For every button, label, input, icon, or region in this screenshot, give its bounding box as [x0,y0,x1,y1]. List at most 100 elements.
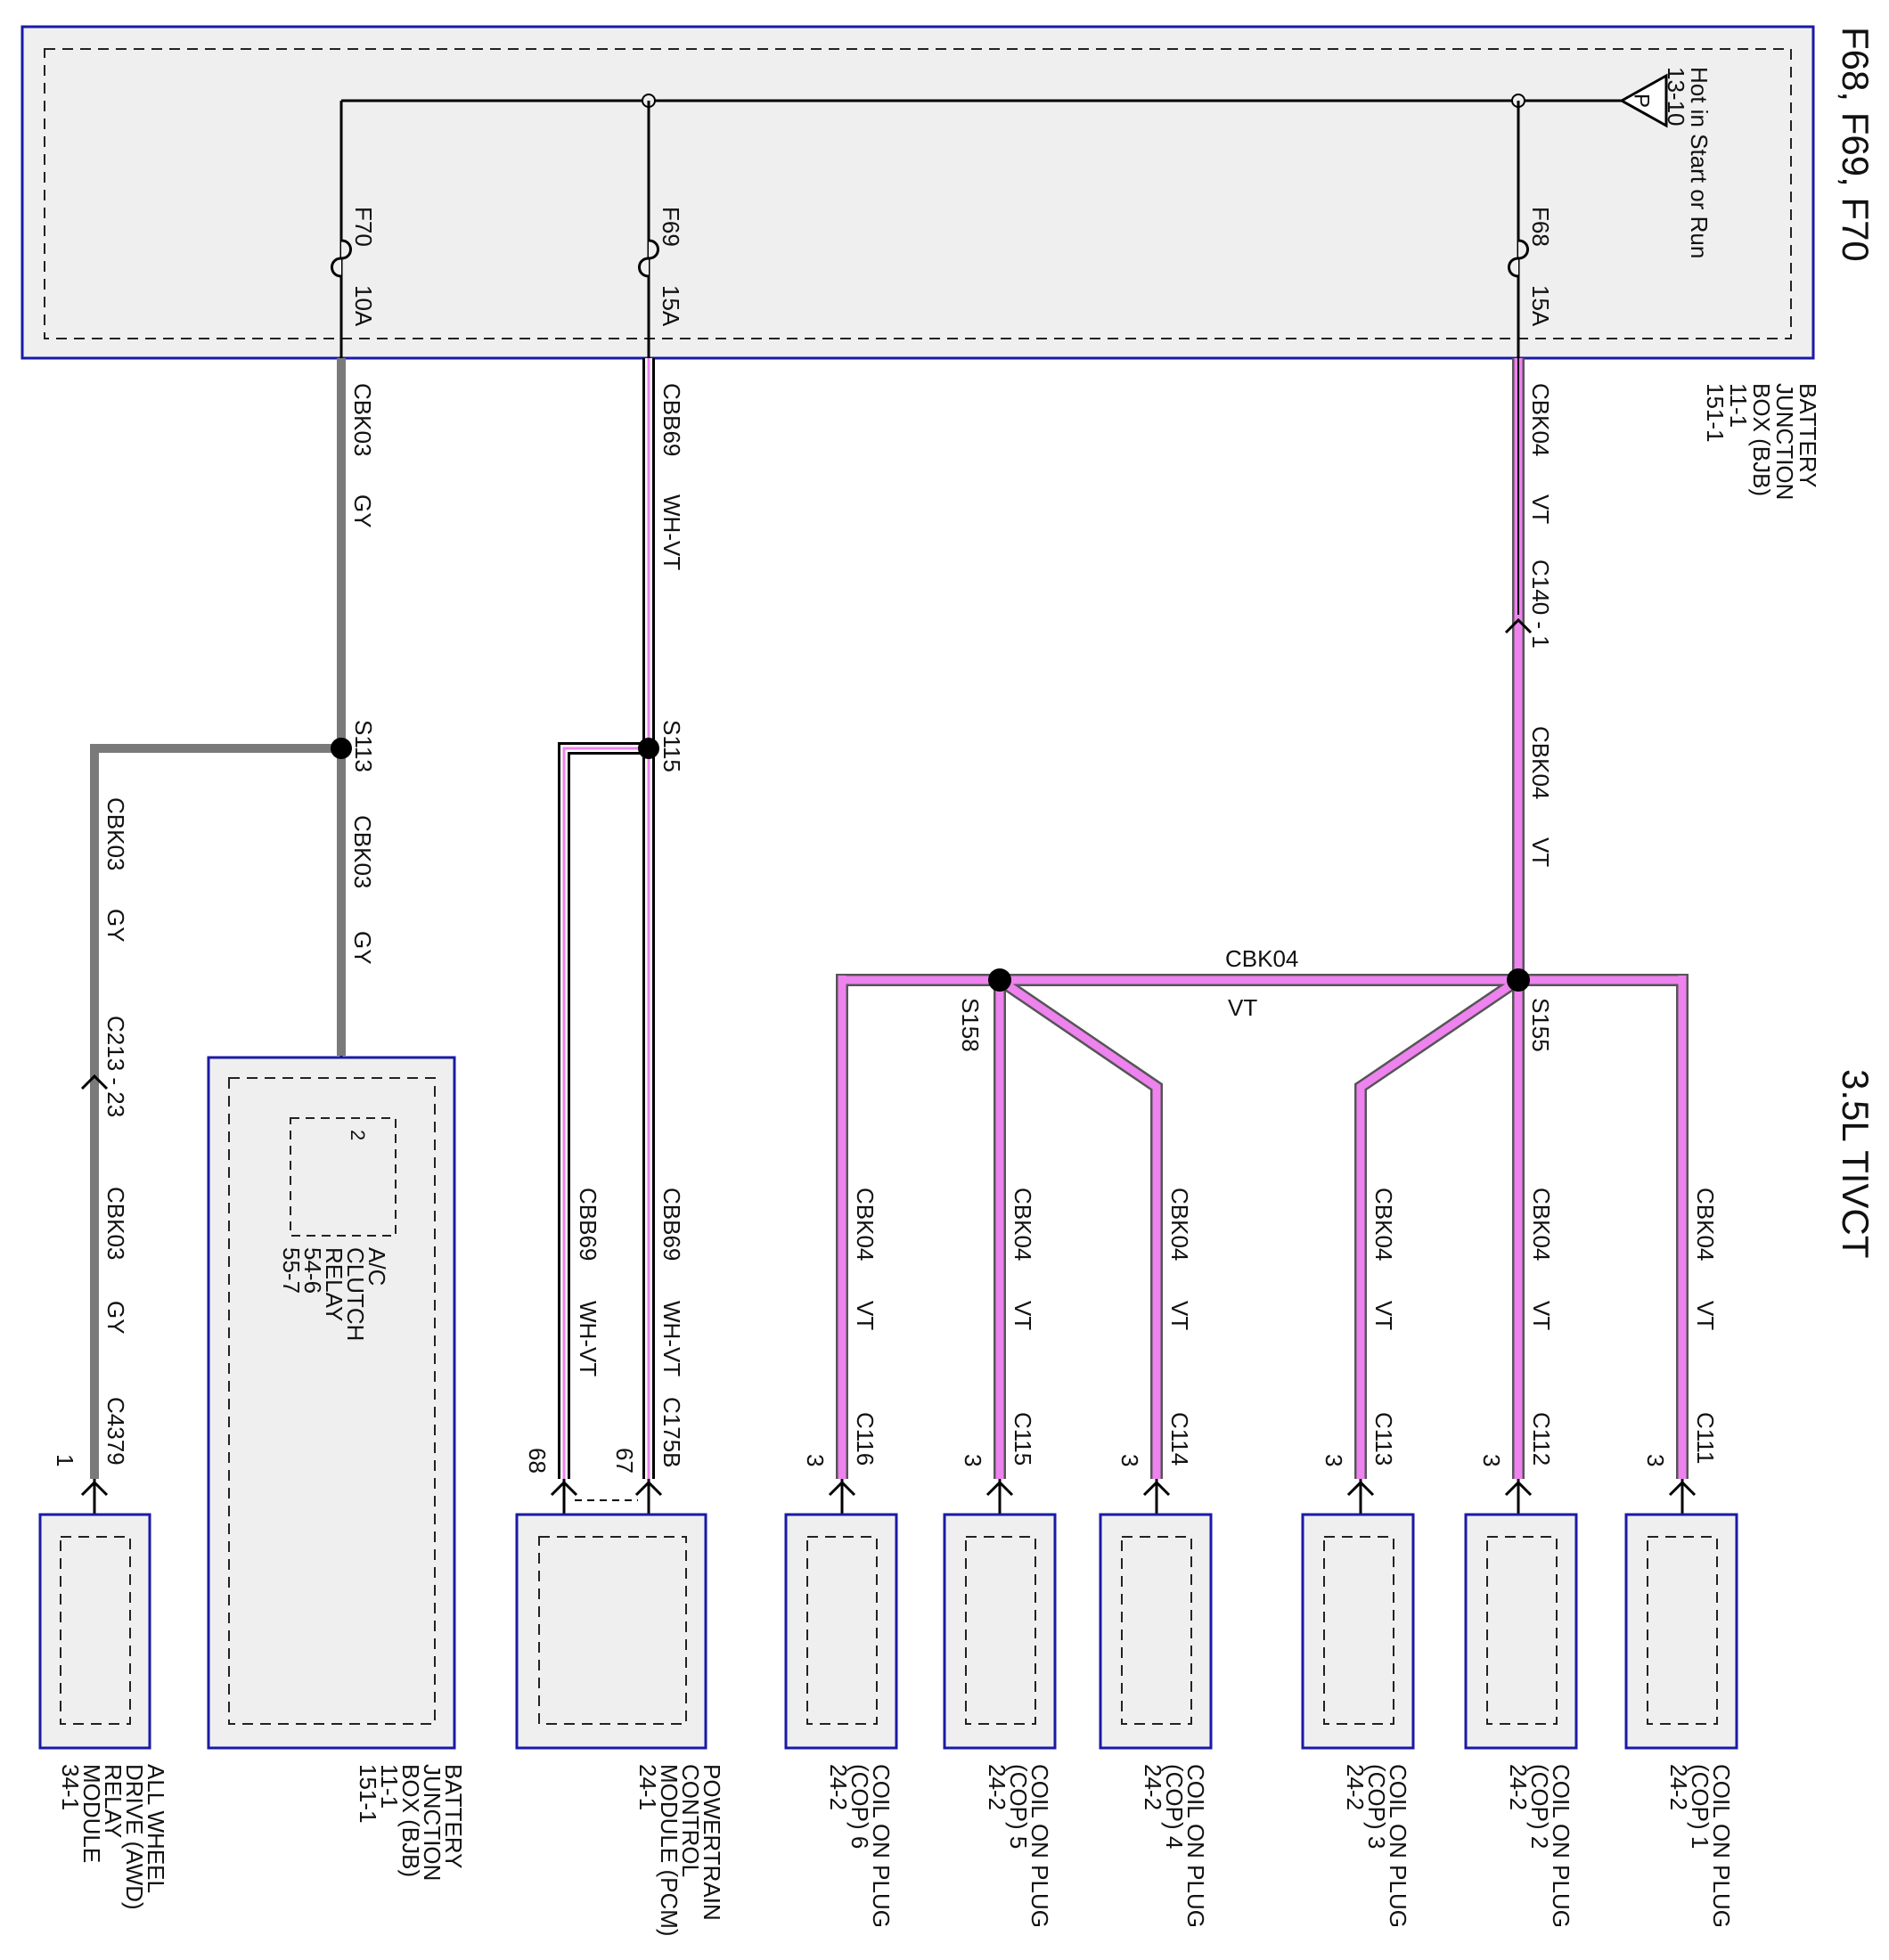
pcm-label-4: 24-1 [634,1764,661,1810]
whvt-label-67-color: WH-VT [658,1301,685,1376]
splice-s115-label: S115 [658,720,685,772]
awd-label-5: 34-1 [57,1764,84,1810]
cop3-pin: 3 [1321,1454,1347,1466]
splice-s158 [988,968,1011,992]
bjb-bottom-box [207,1056,456,1750]
cop1-pin: 3 [1642,1454,1669,1466]
source-line-2: 13-10 [1663,67,1689,127]
cop5-wire-color: VT [1010,1301,1036,1330]
splice-s155 [1507,968,1530,992]
cop1-wire-circuit: CBK04 [1692,1188,1719,1261]
bjb-top-label-2: JUNCTION [1771,383,1798,500]
awd-label-3: RELAY [100,1764,127,1838]
fuse-f70-rating: 10A [350,285,377,327]
c112-arrow-icon [1504,1480,1533,1497]
cop5-label-3: 24-2 [984,1764,1010,1810]
pcm-68-arrow-icon [550,1480,578,1497]
pcm-box [515,1513,707,1750]
pcm-label-3: MODULE (PCM) [656,1764,683,1937]
cop5-label-2: (COP) 5 [1005,1764,1032,1849]
fuse-f70-id: F70 [350,207,377,247]
pcm-label-2: CONTROL [677,1764,704,1877]
fuse-f68-rating: 15A [1527,285,1554,327]
cop3-label-3: 24-2 [1342,1764,1369,1810]
cop3-label-2: (COP) 3 [1363,1764,1390,1849]
bjb-top-inner [44,48,1792,339]
vt-label-mid-circuit: CBK04 [1527,726,1554,799]
page-title: F68, F69, F70 [1835,27,1877,262]
coil-box-5 [943,1513,1057,1750]
whvt-label-top-circuit: CBB69 [658,383,685,456]
bjb-bottom-label-3: BOX (BJB) [397,1764,424,1877]
pin-ac-relay: 2 [347,1130,369,1140]
whvt-label-68-color: WH-VT [575,1301,601,1376]
vt-label-top-circuit: CBK04 [1527,383,1554,456]
cop5-wire-circuit: CBK04 [1010,1188,1036,1261]
cop1-wire-color: VT [1692,1301,1719,1330]
splice-s155-label: S155 [1527,998,1554,1052]
wire-vt-network [836,358,1689,1479]
bjb-top-label-4: 11-1 [1725,383,1752,428]
c140-arrow-icon [1504,617,1533,634]
cop1-label-2: (COP) 1 [1687,1764,1713,1849]
cop3-wire-color: VT [1370,1301,1397,1330]
cop3-connector: C113 [1370,1412,1397,1466]
cop5-connector: C115 [1010,1412,1036,1466]
c4379-arrow-icon [80,1480,109,1497]
vt-label-mid-color: VT [1527,837,1554,867]
whvt-label-67-circuit: CBB69 [658,1188,685,1261]
c114-arrow-icon [1142,1480,1171,1497]
awd-module-box [38,1513,151,1750]
cop2-connector: C112 [1528,1412,1555,1466]
fuse-f69-id: F69 [658,207,684,247]
c111-arrow-icon [1668,1480,1697,1497]
cop2-pin: 3 [1478,1454,1505,1466]
splice-s115 [638,738,659,759]
fuse-f68-icon [1508,239,1529,278]
ac-relay-label-2: CLUTCH [342,1247,369,1341]
cop5-pin: 3 [960,1454,986,1466]
bjb-bottom-label-2: JUNCTION [419,1764,446,1881]
pcm-label-1: POWERTRAIN [699,1764,725,1921]
cop2-label-1: COIL ON PLUG [1548,1764,1574,1928]
gy-label-awd1-color: GY [102,909,129,943]
cop4-wire-circuit: CBK04 [1166,1188,1193,1261]
fuse-f70-icon [331,239,352,278]
cop4-pin: 3 [1116,1454,1143,1466]
connector-c4379: C4379 [102,1397,129,1466]
vt-label-top-color: VT [1527,494,1554,524]
cop2-wire-color: VT [1528,1301,1555,1330]
awd-label-4: MODULE [78,1764,105,1863]
pin-pcm-68: 68 [524,1448,551,1474]
cop4-wire-color: VT [1166,1301,1193,1330]
connector-c140: C140 - 1 [1527,559,1554,649]
ac-relay-box [290,1117,397,1237]
bjb-top-box [20,25,1815,360]
whvt-label-top-color: WH-VT [658,494,685,570]
engine-label: 3.5L TIVCT [1835,1069,1877,1258]
vt-bus-circuit: CBK04 [1225,945,1298,972]
cop4-label-3: 24-2 [1140,1764,1166,1810]
c115-arrow-icon [985,1480,1014,1497]
c213-arrow-icon [80,1074,109,1090]
cop5-label-1: COIL ON PLUG [1026,1764,1053,1928]
source-line-1: Hot in Start or Run [1686,67,1713,258]
cop6-label-1: COIL ON PLUG [868,1764,895,1928]
vt-bus-color: VT [1228,994,1257,1021]
cop6-connector: C116 [852,1412,879,1466]
cop3-label-1: COIL ON PLUG [1385,1764,1411,1928]
splice-s113-label: S113 [350,720,377,772]
wire-whvt-branch [558,742,649,1479]
cop4-connector: C114 [1166,1412,1193,1466]
gy-label-awd2-color: GY [102,1301,129,1335]
bjb-top-label-1: BATTERY [1795,383,1821,488]
pin-c4379: 1 [52,1454,78,1466]
cop2-label-2: (COP) 2 [1526,1764,1553,1849]
cop6-label-2: (COP) 6 [846,1764,873,1849]
cop1-label-3: 24-2 [1665,1764,1692,1810]
bjb-bottom-label-4: 11-1 [376,1764,403,1809]
cop6-wire-circuit: CBK04 [852,1188,879,1261]
cop6-wire-color: VT [852,1301,879,1330]
gy-label-top-circuit: CBK03 [349,383,376,456]
c116-arrow-icon [828,1480,856,1497]
